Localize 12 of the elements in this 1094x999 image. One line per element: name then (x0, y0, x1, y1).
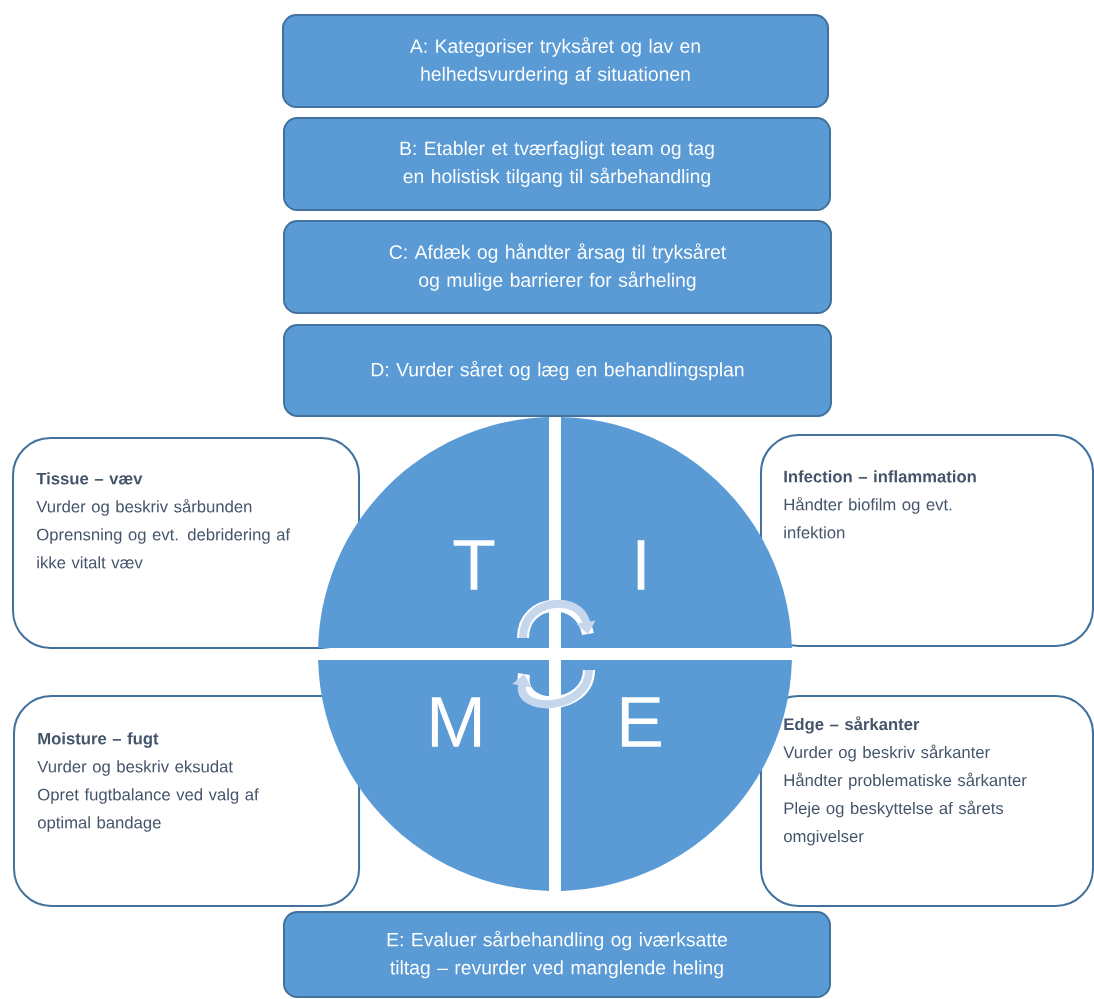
step-box: E: Evaluer sårbehandling og iværksatte tiltag – revurder ved manglende heling (283, 910, 831, 999)
note-box: Tissue – væv Vurder og beskriv sårbunden Oprensning og evt. debridering af ikke vitalt væv (12, 437, 360, 649)
note-box: Infection – inflammation Håndter biofilm og evt. infektion (760, 434, 1094, 647)
step-box: D: Vurder såret og læg en behandlingsplan (283, 324, 832, 417)
cycle-arrow (517, 599, 596, 639)
step-box: B: Etabler et tværfagligt team og tag en holistisk tilgang til sårbehandling (283, 117, 831, 211)
step-box: C: Afdæk og håndter årsag til tryksåret og mulige barrierer for sårheling (283, 220, 832, 314)
quadrant: T (318, 417, 549, 648)
step-box: A: Kategoriser tryksåret og lav en helhedsvurdering af situationen (281, 14, 830, 108)
note-box: Edge – sårkanter Vurder og beskriv sårkanter Håndter problematiske sårkanter Pleje og beskyttelse af sårets omgivelser (760, 695, 1094, 907)
note-box: Moisture – fugt Vurder og beskriv eksudat Opret fugtbalance ved valg af optimal bandage (13, 695, 361, 907)
quadrant: M (318, 660, 549, 891)
